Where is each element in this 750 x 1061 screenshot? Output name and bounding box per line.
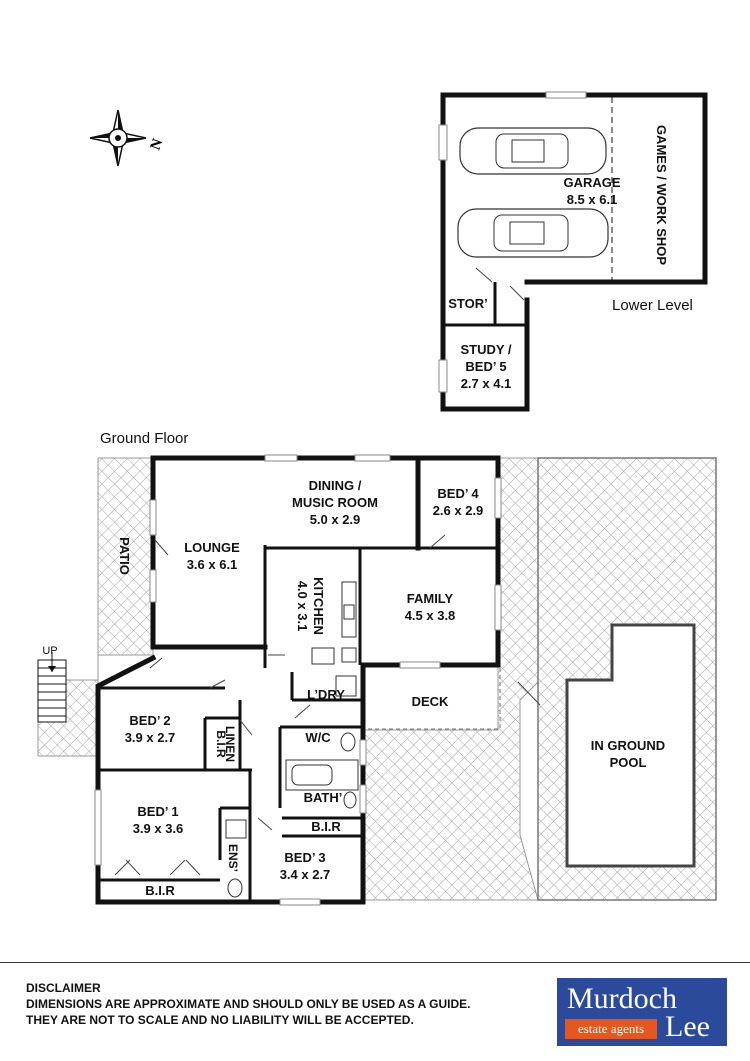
study-dim: 2.7 x 4.1 (461, 376, 512, 391)
bed3-label: BED’ 3 (284, 850, 325, 865)
study-label-2: BED’ 5 (465, 359, 506, 374)
disclaimer-title: DISCLAIMER (26, 981, 101, 995)
disclaimer-line-1: DIMENSIONS ARE APPROXIMATE AND SHOULD ON… (26, 997, 471, 1011)
lower-level: GARAGE 8.5 x 6.1 GAMES / WORK SHOP STOR’… (438, 91, 708, 412)
study-label-1: STUDY / (460, 342, 511, 357)
agency-logo: Murdoch estate agents Lee (557, 978, 727, 1046)
pool-label-2: POOL (610, 755, 647, 770)
compass-icon (89, 109, 147, 167)
garage-label: GARAGE (563, 175, 620, 190)
logo-tagline: estate agents (565, 1019, 657, 1039)
bed1-dim: 3.9 x 3.6 (133, 821, 184, 836)
disclaimer-line-2: THEY ARE NOT TO SCALE AND NO LIABILITY W… (26, 1013, 414, 1027)
kitchen-dim: 4.0 x 3.1 (295, 581, 310, 632)
bed4-dim: 2.6 x 2.9 (433, 503, 484, 518)
games-workshop-label: GAMES / WORK SHOP (654, 125, 669, 265)
lounge-dim: 3.6 x 6.1 (187, 557, 238, 572)
bed1-bir-label: B.I.R (145, 883, 175, 898)
kitchen-label: KITCHEN (311, 577, 326, 635)
garage-dim: 8.5 x 6.1 (567, 192, 618, 207)
bed1-label: BED’ 1 (137, 804, 178, 819)
lower-level-title: Lower Level (612, 297, 693, 314)
dining-label-1: DINING / (309, 478, 362, 493)
fixtures (225, 581, 359, 898)
doors (114, 534, 541, 876)
patio-label: PATIO (117, 537, 132, 575)
bed4-label: BED’ 4 (437, 486, 479, 501)
dining-label-2: MUSIC ROOM (292, 495, 378, 510)
bed3-dim: 3.4 x 2.7 (280, 867, 331, 882)
bath-label: BATH’ (304, 790, 343, 805)
floor-plan: N GARAGE 8.5 x 6.1 GAMES / WORK SHOP STO… (37, 91, 717, 906)
stairs-up-label: UP (42, 645, 57, 657)
ensuite-label: ENS’ (226, 844, 240, 872)
car-icon (459, 127, 607, 175)
compass-north-label: N (148, 137, 167, 153)
bed2-bir-label: B.I.R (214, 730, 228, 758)
laundry-label: L’DRY (307, 687, 345, 702)
footer-divider (0, 962, 750, 963)
dining-dim: 5.0 x 2.9 (310, 512, 361, 527)
wc-label: W/C (305, 730, 331, 745)
ground-floor-title: Ground Floor (100, 430, 188, 447)
bed2-dim: 3.9 x 2.7 (125, 730, 176, 745)
logo-name: Murdoch (567, 982, 677, 1015)
logo-name-2: Lee (665, 1010, 710, 1043)
bed2-label: BED’ 2 (129, 713, 170, 728)
lounge-label: LOUNGE (184, 540, 240, 555)
disclaimer: DISCLAIMER DIMENSIONS ARE APPROXIMATE AN… (26, 980, 471, 1028)
family-label: FAMILY (407, 591, 454, 606)
outdoor-areas (37, 457, 717, 901)
linen-label: LINEN (223, 726, 237, 762)
bed3-bir-label: B.I.R (311, 819, 341, 834)
deck-label: DECK (412, 694, 449, 709)
stor-label: STOR’ (448, 296, 488, 311)
family-dim: 4.5 x 3.8 (405, 608, 456, 623)
stairs (37, 652, 67, 723)
windows (94, 454, 502, 906)
pool-label-1: IN GROUND (591, 738, 665, 753)
car-icon (457, 208, 609, 258)
